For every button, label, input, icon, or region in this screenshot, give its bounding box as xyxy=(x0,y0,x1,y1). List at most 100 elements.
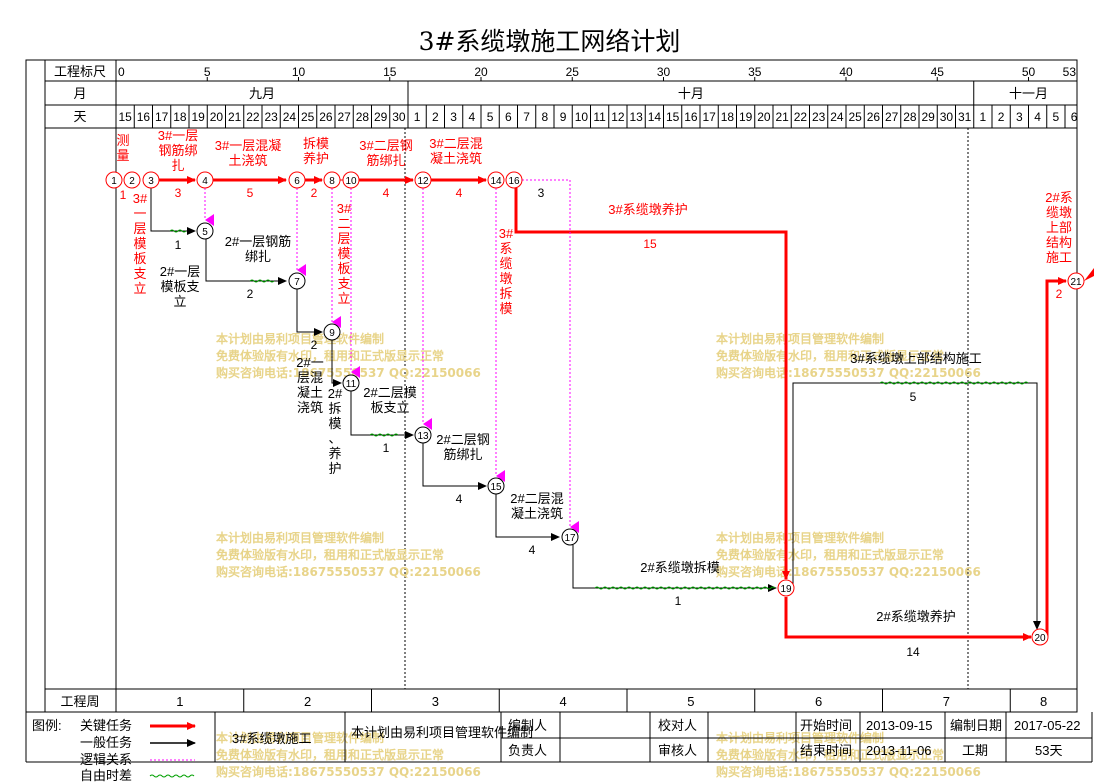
day-cell: 2 xyxy=(998,110,1005,124)
legend-normal-label: 一般任务 xyxy=(80,735,132,750)
end-label: 结束时间 xyxy=(800,743,852,758)
watermark-line1: 本计划由易利项目管理软件编制 xyxy=(216,331,384,346)
task-0: 测量1 xyxy=(116,133,129,202)
svg-text:7: 7 xyxy=(294,277,300,288)
week-cell: 4 xyxy=(560,694,567,709)
responsible-label: 负责人 xyxy=(508,743,547,758)
node-4: 4 xyxy=(196,171,214,189)
day-cell: 11 xyxy=(593,110,606,124)
day-cell: 15 xyxy=(118,110,132,124)
arrow-16-19 xyxy=(514,188,790,580)
svg-text:9: 9 xyxy=(329,328,335,339)
task-duration: 15 xyxy=(643,237,657,251)
watermark-line3: 购买咨询电话:18675550537 QQ:22150066 xyxy=(716,764,981,779)
day-cell: 19 xyxy=(739,110,753,124)
task-duration: 1 xyxy=(675,594,682,608)
svg-text:20: 20 xyxy=(1034,633,1046,644)
node-6: 6 xyxy=(288,171,306,189)
svg-text:17: 17 xyxy=(564,533,576,544)
ruler-label: 工程标尺 xyxy=(54,64,106,79)
day-cell: 10 xyxy=(575,110,589,124)
day-cell: 19 xyxy=(191,110,205,124)
reviewer-label: 审核人 xyxy=(658,743,697,758)
task-name: 测量 xyxy=(116,133,129,163)
ruler-tick: 25 xyxy=(566,65,580,79)
task-duration: 14 xyxy=(906,645,920,659)
task-name: 3#系缆墩拆模 xyxy=(499,226,514,316)
watermark-line2: 免费体验版有水印，租用和正式版显示正常 xyxy=(716,348,944,363)
node-9: 9 xyxy=(323,323,341,341)
day-cell: 15 xyxy=(666,110,680,124)
task-name: 3#二层混凝土浇筑 xyxy=(429,136,482,166)
node-16: 16 xyxy=(505,171,523,189)
watermark-line2: 免费体验版有水印，租用和正式版显示正常 xyxy=(716,747,944,762)
month-row: 九月十月十一月 xyxy=(249,81,1048,105)
ruler-tick: 40 xyxy=(839,65,853,79)
day-cell: 9 xyxy=(560,110,567,124)
month-dividers xyxy=(404,128,969,689)
day-cell: 24 xyxy=(283,110,297,124)
task-name: 2#一层混凝土浇筑 xyxy=(296,355,323,415)
day-cell: 16 xyxy=(137,110,151,124)
ruler-tick: 53 xyxy=(1063,65,1077,79)
node-13: 13 xyxy=(414,426,432,444)
day-cell: 28 xyxy=(356,110,370,124)
day-cell: 22 xyxy=(794,110,808,124)
task-name: 3#一层混凝土浇筑 xyxy=(215,138,281,168)
task-name: 2#二层混凝土浇筑 xyxy=(510,491,563,521)
watermark-line1: 本计划由易利项目管理软件编制 xyxy=(716,530,884,545)
task-13: 3#二层模板支立 xyxy=(337,201,352,306)
day-cell: 21 xyxy=(228,110,242,124)
node-11: 11 xyxy=(342,374,360,392)
day-cell: 7 xyxy=(523,110,530,124)
task-name: 2#二层钢筋绑扎 xyxy=(436,432,489,462)
legend-block xyxy=(25,712,1093,763)
watermark-line2: 免费体验版有水印，租用和正式版显示正常 xyxy=(216,747,444,762)
watermark-line1: 本计划由易利项目管理软件编制 xyxy=(716,331,884,346)
day-cell: 28 xyxy=(903,110,917,124)
day-cell: 8 xyxy=(542,110,549,124)
task-14: 2#拆模、养护 xyxy=(328,386,343,476)
svg-text:21: 21 xyxy=(1070,277,1082,288)
watermark-line3: 购买咨询电话:18675550537 QQ:22150066 xyxy=(716,564,981,579)
page-title: 3#系缆墩施工网络计划 xyxy=(418,27,681,56)
day-cell: 31 xyxy=(958,110,972,124)
task-duration: 4 xyxy=(529,543,536,557)
day-cell: 23 xyxy=(812,110,826,124)
task-name: 3#一层钢筋绑扎 xyxy=(158,128,198,173)
task-2: 3#一层混凝土浇筑 5 xyxy=(215,138,281,200)
day-cell: 21 xyxy=(775,110,789,124)
task-labels: 测量13#一层钢筋绑扎33#一层混凝土浇筑5拆模养护23#二层钢筋绑扎43#二层… xyxy=(116,128,1072,659)
svg-text:10: 10 xyxy=(345,176,357,187)
day-cell: 23 xyxy=(264,110,278,124)
task-duration: 1 xyxy=(175,238,182,252)
day-cell: 5 xyxy=(1053,110,1060,124)
month-name: 十月 xyxy=(678,86,704,101)
task-duration: 5 xyxy=(247,186,254,200)
task-name: 2#拆模、养护 xyxy=(328,386,343,476)
ruler-tick: 50 xyxy=(1022,65,1036,79)
week-cell: 8 xyxy=(1040,694,1047,709)
legend-swatches xyxy=(149,722,196,778)
svg-text:16: 16 xyxy=(508,176,520,187)
ruler-tick: 15 xyxy=(383,65,397,79)
day-cell: 3 xyxy=(450,110,457,124)
day-cell: 17 xyxy=(155,110,169,124)
legend-critical-label: 关键任务 xyxy=(80,718,132,733)
node-14: 14 xyxy=(487,171,505,189)
preparer-label: 编制人 xyxy=(508,718,547,733)
day-cell: 13 xyxy=(629,110,643,124)
legend-project-name: 3#系缆墩施工 xyxy=(232,731,311,746)
task-name: 2#二层模板支立 xyxy=(363,385,416,415)
